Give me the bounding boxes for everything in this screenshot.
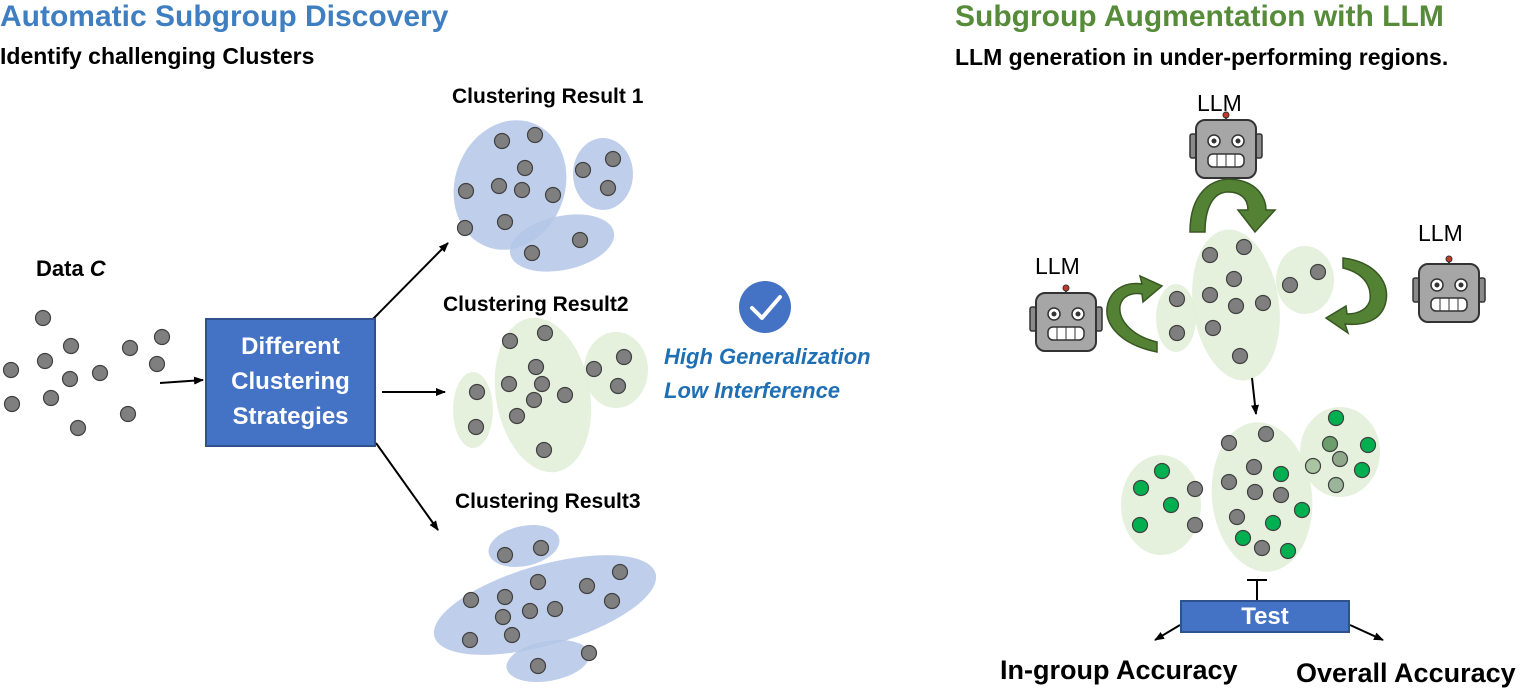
left-subtitle: Identify challenging Clusters bbox=[0, 43, 315, 69]
clustering-result-1-label: Clustering Result 1 bbox=[452, 85, 644, 108]
data-label-variable: C bbox=[89, 256, 106, 281]
raw-data-points bbox=[2, 309, 171, 437]
augmentation-clusters bbox=[1156, 229, 1334, 381]
strategies-line-1: Different bbox=[241, 333, 340, 361]
benefit-low-interference: Low Interference bbox=[664, 378, 841, 403]
green-curved-arrows bbox=[1106, 178, 1388, 353]
overall-accuracy-label: Overall Accuracy bbox=[1296, 658, 1516, 688]
clustering-strategies-box: Different Clustering Strategies bbox=[205, 318, 376, 447]
strategies-line-3: Strategies bbox=[232, 402, 349, 430]
clustering-result-2 bbox=[453, 317, 648, 473]
flow-arrows-left bbox=[159, 242, 449, 531]
clustering-result-3-label: Clustering Result3 bbox=[455, 490, 641, 513]
llm-label-right: LLM bbox=[1418, 220, 1463, 246]
test-connectors bbox=[1154, 579, 1384, 641]
arrow-to-augmented bbox=[1251, 377, 1259, 415]
benefit-high-generalization: High Generalization bbox=[664, 344, 871, 369]
clustering-result-1 bbox=[453, 120, 633, 272]
robot-icon-right bbox=[1412, 255, 1486, 323]
robot-icon-left bbox=[1029, 284, 1103, 352]
strategies-line-2: Clustering bbox=[231, 368, 350, 396]
left-title: Automatic Subgroup Discovery bbox=[0, 0, 449, 33]
in-group-accuracy-label: In-group Accuracy bbox=[1000, 655, 1238, 685]
right-title: Subgroup Augmentation with LLM bbox=[955, 0, 1444, 33]
checkmark-circle-icon bbox=[739, 281, 791, 333]
augmented-clusters bbox=[1121, 407, 1380, 572]
test-box: Test bbox=[1180, 600, 1350, 633]
robot-icon-top bbox=[1189, 111, 1263, 179]
data-label: Data C bbox=[36, 258, 106, 280]
llm-label-left: LLM bbox=[1035, 253, 1080, 279]
data-label-prefix: Data bbox=[36, 256, 90, 281]
llm-label-top: LLM bbox=[1197, 90, 1242, 116]
clustering-result-3 bbox=[433, 525, 657, 683]
clustering-result-2-label: Clustering Result2 bbox=[443, 293, 629, 316]
right-subtitle: LLM generation in under-performing regio… bbox=[955, 44, 1449, 70]
